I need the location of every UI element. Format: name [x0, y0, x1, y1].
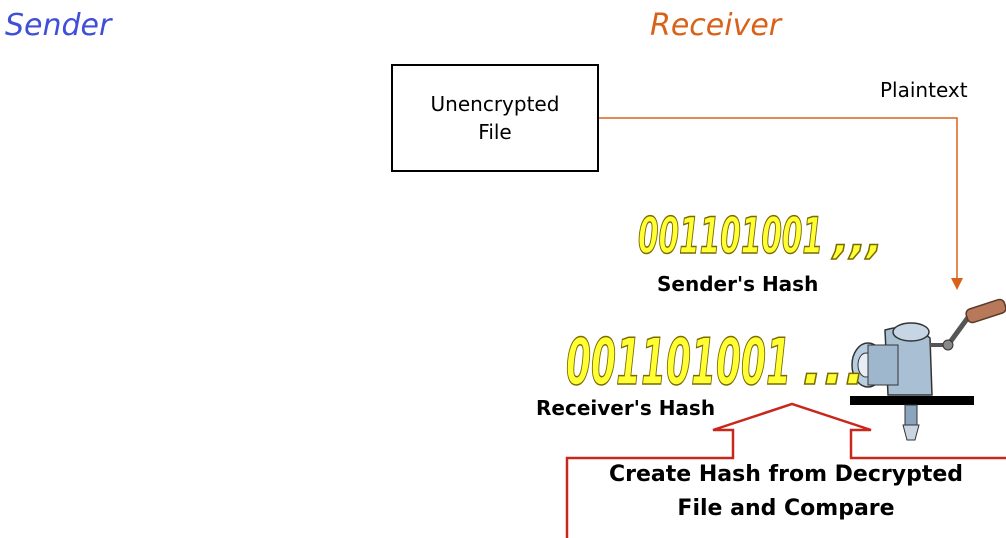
plaintext-arrowhead: [951, 278, 963, 290]
sender-hash-graphic: 001101001 ,,,: [638, 206, 884, 266]
callout-box: Create Hash from Decrypted File and Comp…: [566, 458, 1006, 538]
plaintext-label: Plaintext: [880, 78, 968, 102]
sender-heading: Sender: [5, 8, 112, 43]
file-box-line1: Unencrypted: [430, 92, 560, 116]
receiver-hash-graphic: 001101001 ...: [566, 325, 867, 396]
callout-outline: [565, 402, 1006, 538]
file-box-line2: File: [478, 120, 512, 144]
callout-line2: File and Compare: [677, 496, 895, 521]
receiver-hash-label: Receiver's Hash: [536, 396, 716, 420]
receiver-hash-dots: ...: [802, 333, 866, 396]
unencrypted-file-box: Unencrypted File: [391, 64, 599, 172]
plaintext-arrow: [599, 117, 958, 278]
callout-line1: Create Hash from Decrypted: [609, 462, 963, 487]
receiver-hash-bits: 001101001: [566, 326, 791, 396]
meat-grinder-icon: [850, 298, 1006, 441]
sender-hash-label: Sender's Hash: [657, 272, 819, 296]
sender-hash-dots: ,,,: [831, 213, 883, 264]
sender-hash-bits: 001101001: [638, 207, 823, 265]
receiver-heading: Receiver: [650, 8, 782, 43]
